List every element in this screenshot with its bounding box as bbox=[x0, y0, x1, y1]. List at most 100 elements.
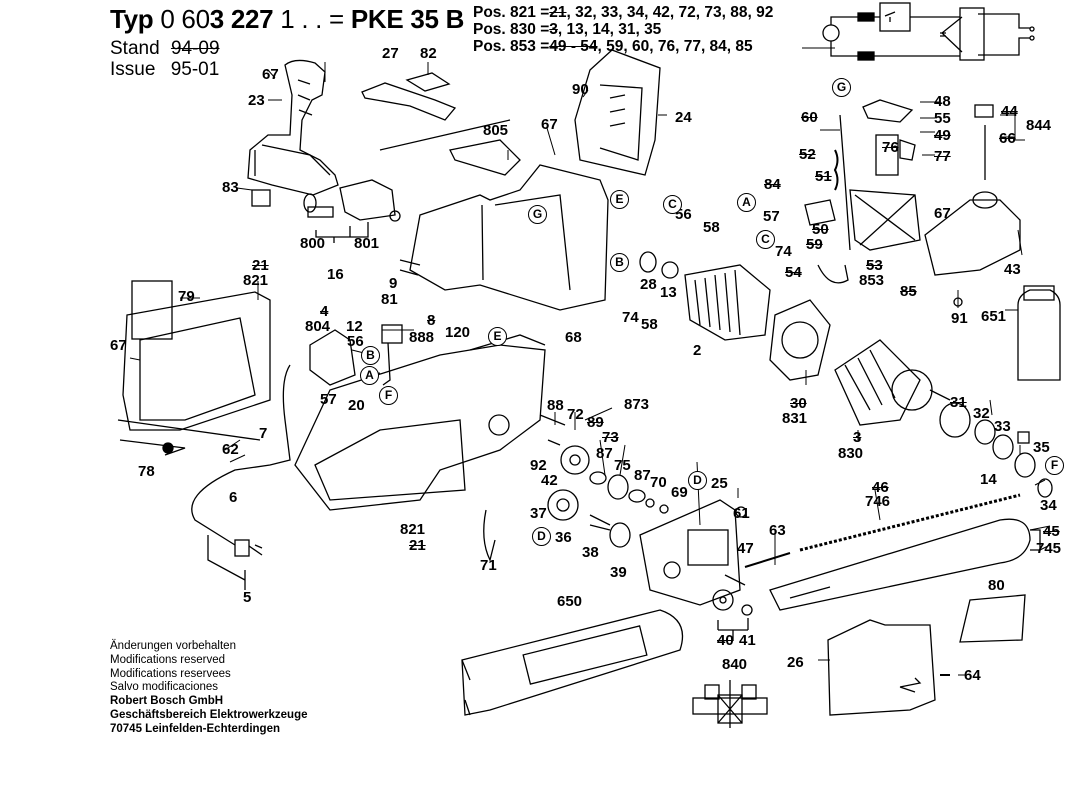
part-label: 42 bbox=[541, 472, 558, 489]
footer-line: Salvo modificaciones bbox=[110, 681, 219, 694]
part-label: 821 bbox=[243, 272, 269, 289]
connector-marker: G bbox=[528, 205, 547, 224]
brush-holder bbox=[251, 179, 401, 243]
position-note: Pos. 853 =49 - 54, 59, 60, 76, 77, 84, 8… bbox=[473, 38, 753, 55]
footer-line: Änderungen vorbehalten bbox=[110, 640, 236, 652]
wiring-diagram bbox=[822, 2, 1035, 61]
part-label: 74 bbox=[622, 309, 639, 326]
connector-marker: F bbox=[1045, 456, 1064, 475]
part-label: 87 bbox=[634, 467, 651, 484]
part-label: 7 bbox=[259, 425, 268, 442]
part-label-obsolete: 45 bbox=[1043, 523, 1060, 540]
rear-handle bbox=[247, 59, 339, 196]
part-label: 68 bbox=[565, 329, 582, 346]
part-label: 12 bbox=[346, 318, 363, 335]
type-number-a: 0 60 bbox=[160, 4, 210, 34]
part-label: 888 bbox=[409, 329, 435, 346]
part-label: 853 bbox=[859, 272, 885, 289]
part-label: 37 bbox=[530, 505, 547, 522]
bearing-set bbox=[939, 402, 1053, 498]
part-label: 58 bbox=[703, 219, 720, 236]
company-division: Geschäftsbereich Elektrowerkzeuge bbox=[110, 708, 308, 721]
part-label-obsolete: 84 bbox=[764, 176, 781, 193]
part-label: 79 bbox=[178, 288, 195, 305]
part-label: 650 bbox=[557, 593, 583, 610]
model-name: PKE 35 B bbox=[350, 4, 465, 34]
part-label: 39 bbox=[610, 564, 627, 581]
part-label-obsolete: 89 bbox=[587, 414, 604, 431]
issue-value: 95-01 bbox=[170, 59, 220, 80]
part-label: 56 bbox=[347, 333, 364, 350]
part-label: 67 bbox=[934, 205, 951, 222]
sprocket-plate bbox=[639, 499, 791, 606]
part-label: 91 bbox=[951, 310, 968, 327]
part-label: 43 bbox=[1004, 261, 1021, 278]
part-label-obsolete: 51 bbox=[815, 168, 832, 185]
gear-train bbox=[483, 414, 669, 562]
part-label: 746 bbox=[865, 493, 891, 510]
part-label-obsolete: 49 bbox=[934, 127, 951, 144]
part-label: 74 bbox=[775, 243, 792, 260]
position-note: Pos. 830 =3, 13, 14, 31, 35 bbox=[473, 21, 662, 38]
connector-marker: F bbox=[379, 386, 398, 405]
stand-label: Stand bbox=[110, 38, 160, 59]
part-label: 63 bbox=[769, 522, 786, 539]
part-label: 64 bbox=[964, 667, 981, 684]
chain-cover bbox=[827, 619, 950, 716]
oil-tank bbox=[924, 104, 1021, 307]
part-label-obsolete: 8 bbox=[427, 312, 436, 329]
part-label: 61 bbox=[733, 505, 750, 522]
part-label: 90 bbox=[572, 81, 589, 98]
connector-marker: A bbox=[360, 366, 379, 385]
part-label-obsolete: 44 bbox=[1001, 103, 1018, 120]
part-label: 873 bbox=[624, 396, 650, 413]
part-label: 33 bbox=[994, 418, 1011, 435]
part-label: 92 bbox=[530, 457, 547, 474]
part-label: 69 bbox=[671, 484, 688, 501]
part-label: 62 bbox=[222, 441, 239, 458]
part-label-obsolete: 73 bbox=[602, 429, 619, 446]
connector-marker: C bbox=[663, 195, 682, 214]
part-label: 830 bbox=[838, 445, 864, 462]
part-label: 26 bbox=[787, 654, 804, 671]
part-label-obsolete: 76 bbox=[882, 139, 899, 156]
company-address: 70745 Leinfelden-Echterdingen bbox=[110, 722, 280, 735]
part-label: 82 bbox=[420, 45, 437, 62]
part-label: 81 bbox=[381, 291, 398, 308]
part-label: 831 bbox=[782, 410, 808, 427]
part-label: 57 bbox=[763, 208, 780, 225]
part-label: 23 bbox=[248, 92, 265, 109]
part-label: 9 bbox=[389, 275, 398, 292]
position-notes: Pos. 821 =21, 32, 33, 34, 42, 72, 73, 88… bbox=[473, 4, 773, 55]
footer-line: Modifications reservees bbox=[110, 667, 231, 680]
part-label-obsolete: 30 bbox=[790, 395, 807, 412]
connector-marker: A bbox=[737, 193, 756, 212]
company-name: Robert Bosch GmbH bbox=[110, 695, 224, 708]
connector-marker: B bbox=[610, 253, 629, 272]
part-label-obsolete: 85 bbox=[900, 283, 917, 300]
part-label: 6 bbox=[229, 489, 238, 506]
part-label: 71 bbox=[480, 557, 497, 574]
part-label-obsolete: 54 bbox=[785, 264, 802, 281]
housing-left-half bbox=[117, 280, 271, 456]
part-label: 75 bbox=[614, 457, 631, 474]
footer-notes: Änderungen vorbehalten Modifications res… bbox=[110, 640, 308, 737]
part-label: 16 bbox=[327, 266, 344, 283]
type-number-c: 1 . . = bbox=[273, 4, 351, 34]
part-label-obsolete: 53 bbox=[866, 257, 883, 274]
part-label: 48 bbox=[934, 93, 951, 110]
part-label: 72 bbox=[567, 406, 584, 423]
type-number-b: 3 227 bbox=[209, 4, 274, 34]
part-label: 27 bbox=[382, 45, 399, 62]
part-label: 35 bbox=[1033, 439, 1050, 456]
part-label-obsolete: 77 bbox=[934, 148, 951, 165]
part-label: 87 bbox=[596, 445, 613, 462]
part-label: 5 bbox=[243, 589, 252, 606]
stator bbox=[639, 251, 771, 341]
issue-line: Issue 95-01 bbox=[110, 59, 219, 81]
part-label: 25 bbox=[711, 475, 728, 492]
part-label: 804 bbox=[305, 318, 331, 335]
part-label: 57 bbox=[320, 391, 337, 408]
part-label: 805 bbox=[483, 122, 509, 139]
